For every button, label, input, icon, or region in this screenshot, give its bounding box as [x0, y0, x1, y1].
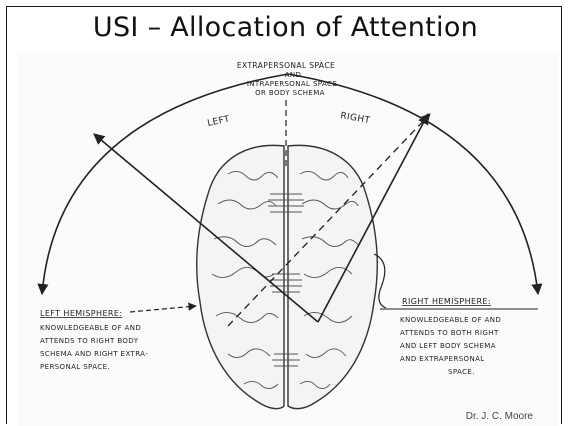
caption-line-3-text: INTRAPERSONAL SPACE: [247, 80, 337, 88]
left-pointer-arrow: [130, 306, 196, 312]
right-hemisphere-line-2: ATTENDS TO BOTH RIGHT: [400, 329, 499, 337]
caption-line-2: AND: [285, 71, 302, 79]
left-label: LEFT: [207, 114, 231, 129]
right-hemisphere-line-1: KNOWLEDGEABLE OF AND: [400, 316, 501, 324]
diagram: EXTRAPERSONAL SPACE AND INTRAPERSONAL SP…: [18, 54, 558, 426]
caption-line-3: INTRAPERSONAL SPACE: [247, 80, 337, 88]
right-hemisphere-line-4: AND EXTRAPERSONAL: [400, 355, 485, 363]
caption-line-2-text: AND: [285, 71, 302, 79]
attention-diagram-svg: EXTRAPERSONAL SPACE AND INTRAPERSONAL SP…: [18, 54, 558, 426]
author-credit: Dr. J. C. Moore: [466, 411, 533, 422]
caption-line-1-text: EXTRAPERSONAL SPACE: [237, 61, 335, 70]
left-hemisphere-text: LEFT HEMISPHERE: KNOWLEDGEABLE OF AND AT…: [40, 309, 148, 371]
slide-title: USI – Allocation of Attention: [0, 12, 571, 43]
left-hemisphere-line-4: PERSONAL SPACE.: [40, 363, 110, 371]
left-hemisphere-line-1: KNOWLEDGEABLE OF AND: [40, 324, 141, 332]
left-hemisphere-heading: LEFT HEMISPHERE:: [40, 309, 122, 318]
caption-line-4-text: OR BODY SCHEMA: [255, 89, 325, 97]
right-hemisphere-line-3: AND LEFT BODY SCHEMA: [400, 342, 496, 350]
brain-illustration: [197, 145, 378, 408]
left-hemisphere-line-3: SCHEMA AND RIGHT EXTRA-: [40, 350, 148, 358]
left-hemisphere-line-2: ATTENDS TO RIGHT BODY: [40, 337, 139, 345]
caption-line-1: EXTRAPERSONAL SPACE: [237, 61, 335, 70]
caption-line-4: OR BODY SCHEMA: [255, 89, 325, 97]
right-hemisphere-line-5: SPACE.: [448, 368, 475, 376]
right-label: RIGHT: [339, 111, 371, 126]
right-hemisphere-heading: RIGHT HEMISPHERE:: [402, 297, 491, 306]
